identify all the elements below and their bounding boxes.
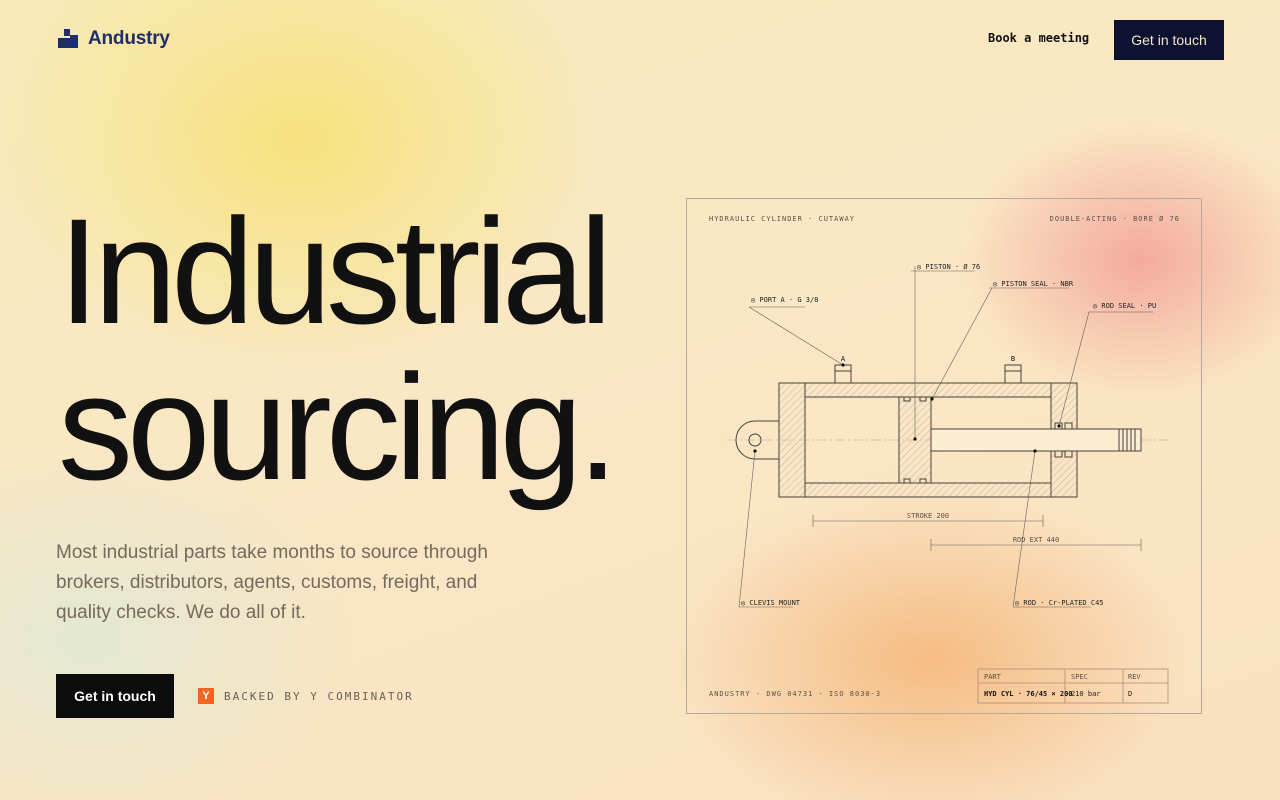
leader-lines [738, 266, 1153, 608]
callout-piston-seal: ◎ PISTON SEAL · NBR [993, 280, 1074, 288]
title-block-header-rev: REV [1128, 673, 1141, 681]
piston-rod [930, 422, 1142, 458]
hero-title-line-2: sourcing. [58, 343, 619, 511]
title-block [977, 668, 1169, 704]
yc-badge-text: BACKED BY Y COMBINATOR [224, 689, 414, 703]
andustry-logo-icon [58, 29, 78, 48]
port-b-label: B [1011, 355, 1015, 363]
callout-port-a: ◎ PORT A · G 3/8 [751, 296, 818, 304]
drawing-title-right: DOUBLE-ACTING · BORE Ø 76 [1050, 215, 1180, 223]
callout-rod-seal: ◎ ROD SEAL · PU [1093, 302, 1156, 310]
hero-lede: Most industrial parts take months to sou… [56, 542, 488, 623]
brand[interactable]: Andustry [58, 28, 170, 50]
clevis-mount [735, 420, 779, 460]
callout-piston: ◎ PISTON · Ø 76 [917, 263, 980, 271]
brand-name: Andustry [88, 28, 170, 49]
callout-rod: ◎ ROD · Cr-PLATED C45 [1015, 599, 1104, 607]
book-meeting-link[interactable]: Book a meeting [988, 31, 1090, 45]
drawing-footer: ANDUSTRY · DWG 04731 · ISO 8030-3 [709, 690, 881, 698]
drawing-title-left: HYDRAULIC CYLINDER · CUTAWAY [709, 215, 855, 223]
title-block-rev: D [1128, 690, 1132, 698]
ycombinator-logo-icon: Y [198, 688, 214, 704]
dimension-lines [812, 515, 1142, 551]
title-block-part: HYD CYL · 76/45 × 200 [984, 690, 1073, 698]
title-block-header-part: PART [984, 673, 1002, 681]
title-block-header-spec: SPEC [1071, 673, 1088, 681]
callout-clevis-mount: ◎ CLEVIS MOUNT [741, 599, 801, 607]
header-get-in-touch-button[interactable]: Get in touch [1114, 20, 1224, 60]
dim-rod-ext: ROD EXT 440 [1013, 536, 1059, 544]
hero-title-line-1: Industrial [58, 187, 613, 355]
title-block-spec: 210 bar [1071, 690, 1101, 698]
callout-dots [753, 363, 1061, 453]
port-a-label: A [841, 355, 846, 363]
technical-drawing: HYDRAULIC CYLINDER · CUTAWAY DOUBLE-ACTI… [686, 198, 1202, 714]
ports [834, 364, 1022, 384]
yc-badge: Y BACKED BY Y COMBINATOR [198, 688, 414, 704]
hero-get-in-touch-button[interactable]: Get in touch [56, 674, 174, 718]
dim-stroke: STROKE 200 [907, 512, 949, 520]
